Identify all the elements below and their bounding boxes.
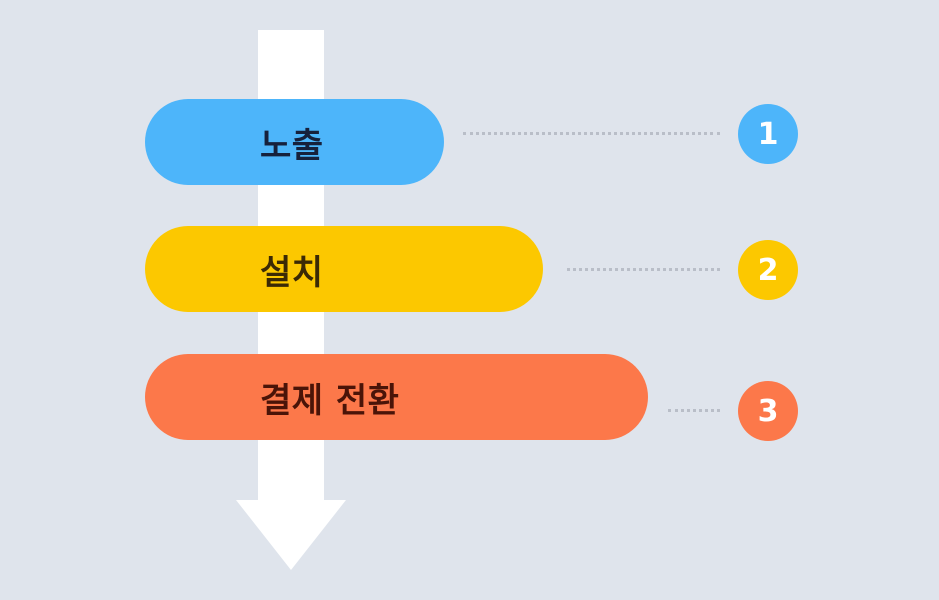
step-badge-2: 2: [738, 240, 798, 300]
stage-label-3: 결제 전환: [260, 380, 400, 421]
connector-dots-3: [668, 409, 720, 412]
step-badge-1: 1: [738, 104, 798, 164]
stage-label-2: 설치: [260, 252, 324, 293]
stage-pill-1: 노출: [145, 99, 444, 185]
stage-pill-3: 결제 전환: [145, 354, 648, 440]
down-arrow-icon: [236, 500, 346, 570]
connector-dots-2: [567, 268, 720, 271]
stage-pill-2: 설치: [145, 226, 543, 312]
connector-dots-1: [463, 132, 720, 135]
step-badge-3: 3: [738, 381, 798, 441]
stage-label-1: 노출: [260, 125, 324, 166]
